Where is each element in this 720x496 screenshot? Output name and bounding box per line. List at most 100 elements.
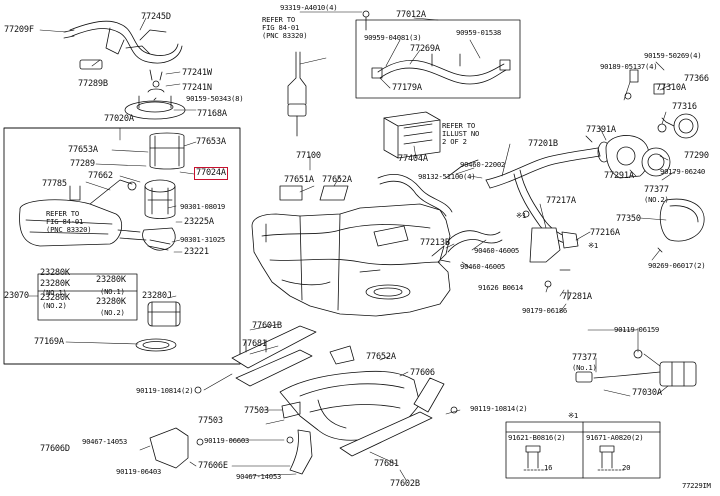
part-label-77201B[interactable]: 77201B xyxy=(528,139,558,149)
part-label-90119-10814-left[interactable]: 90119-10814(2) xyxy=(136,386,194,395)
part-label-77652A-top[interactable]: 77652A xyxy=(322,175,352,185)
part-label-77606E[interactable]: 77606E xyxy=(198,461,228,471)
part-label-90119-06603[interactable]: 90119-06603 xyxy=(204,436,250,445)
part-label-90159-50269[interactable]: 90159-50269(4) xyxy=(644,51,702,60)
part-label-90460-46005-a[interactable]: 90460-46005 xyxy=(474,246,520,255)
part-label-23280K-e[interactable]: 23280K xyxy=(96,297,126,307)
part-label-77681-top[interactable]: 77681 xyxy=(242,339,267,349)
part-label-93319-A4010[interactable]: 93319-A4010(4) xyxy=(280,3,338,12)
part-label-90959-01538[interactable]: 90959-01538 xyxy=(456,28,502,37)
part-label-77606[interactable]: 77606 xyxy=(410,368,435,378)
part-label-77030A[interactable]: 77030A xyxy=(632,388,662,398)
part-label-77179A[interactable]: 77179A xyxy=(392,83,422,93)
part-label-77289B[interactable]: 77289B xyxy=(78,79,108,89)
part-label-77316[interactable]: 77316 xyxy=(672,102,697,112)
part-label-91621-B0816[interactable]: 91621-B0816(2) xyxy=(508,433,566,442)
part-label-90959-04081[interactable]: 90959-04081(3) xyxy=(364,33,422,42)
part-label-90119-06403[interactable]: 90119-06403 xyxy=(116,467,162,476)
note-mark-x1-b: ※1 xyxy=(516,211,526,220)
part-label-90467-14053-left[interactable]: 90467-14053 xyxy=(82,437,128,446)
gasket-strap-icon xyxy=(319,185,349,201)
part-label-90467-14053-right[interactable]: 90467-14053 xyxy=(236,472,282,481)
part-label-77241W[interactable]: 77241W xyxy=(182,68,212,78)
part-label-77024A-highlighted[interactable]: 77024A xyxy=(194,167,228,180)
part-label-77662[interactable]: 77662 xyxy=(88,171,113,181)
part-label-77653A-left[interactable]: 77653A xyxy=(68,145,98,155)
part-label-23280J[interactable]: 23280J xyxy=(142,291,172,301)
part-label-77503-b[interactable]: 77503 xyxy=(198,416,223,426)
part-label-90119-06159[interactable]: 90119-06159 xyxy=(614,325,660,334)
part-label-77681-bottom[interactable]: 77681 xyxy=(374,459,399,469)
part-label-90269-06017[interactable]: 90269-06017(2) xyxy=(648,261,706,270)
part-label-23280K-c[interactable]: 23280K xyxy=(40,279,70,289)
dimension-16: 16 xyxy=(544,463,553,472)
lid-opener-cable-icon xyxy=(575,349,697,387)
part-label-90179-06186[interactable]: 90179-06186 xyxy=(522,306,568,315)
part-label-23280K-a[interactable]: 23280K xyxy=(40,268,70,278)
dimension-20: 20 xyxy=(622,463,631,472)
part-label-no2-b[interactable]: (NO.2) xyxy=(100,308,125,317)
part-label-23280K-d[interactable]: 23280K xyxy=(40,293,70,303)
part-label-77281A[interactable]: 77281A xyxy=(562,292,592,302)
detail-box-divider xyxy=(505,421,661,479)
part-label-77012A[interactable]: 77012A xyxy=(396,10,426,20)
part-label-77290[interactable]: 77290 xyxy=(684,151,709,161)
part-label-90179-06240[interactable]: 90179-06240 xyxy=(660,167,706,176)
part-label-77216A[interactable]: 77216A xyxy=(590,228,620,238)
part-label-77377-no1[interactable]: 77377 xyxy=(572,353,597,363)
part-label-77652A-bottom[interactable]: 77652A xyxy=(366,352,396,362)
part-label-91671-A0820[interactable]: 91671-A0820(2) xyxy=(586,433,644,442)
part-label-90460-46005-b[interactable]: 90460-46005 xyxy=(460,262,506,271)
part-label-77310A[interactable]: 77310A xyxy=(656,83,686,93)
part-label-77785[interactable]: 77785 xyxy=(42,179,67,189)
part-label-90119-10814-right[interactable]: 90119-10814(2) xyxy=(470,404,528,413)
part-label-90301-08019[interactable]: 90301-08019 xyxy=(180,202,226,211)
part-label-no1-b[interactable]: (NO.1) xyxy=(100,287,125,296)
part-label-23221[interactable]: 23221 xyxy=(184,247,209,257)
group-label-23070[interactable]: 23070 xyxy=(4,291,29,301)
part-label-77168A[interactable]: 77168A xyxy=(197,109,227,119)
filler-hose-icon xyxy=(439,230,503,263)
part-label-77350[interactable]: 77350 xyxy=(616,214,641,224)
vapor-hose-icon xyxy=(371,53,511,85)
part-label-77366[interactable]: 77366 xyxy=(684,74,709,84)
part-label-77291A[interactable]: 77291A xyxy=(604,171,634,181)
part-label-77241N[interactable]: 77241N xyxy=(182,83,212,93)
part-label-77404A[interactable]: 77404A xyxy=(398,154,428,164)
part-label-77602B[interactable]: 77602B xyxy=(390,479,420,489)
part-label-77169A[interactable]: 77169A xyxy=(34,337,64,347)
part-label-77020A[interactable]: 77020A xyxy=(104,114,134,124)
part-label-91626-B0614[interactable]: 91626 B0614 xyxy=(478,283,524,292)
part-label-77209F[interactable]: 77209F xyxy=(4,25,34,35)
vent-line-icon xyxy=(377,159,479,217)
part-label-77289[interactable]: 77289 xyxy=(70,159,95,169)
part-label-23225A[interactable]: 23225A xyxy=(184,217,214,227)
part-label-no1-a[interactable]: (NO.1) xyxy=(42,288,67,297)
part-label-90301-31025[interactable]: 90301-31025 xyxy=(180,235,226,244)
part-label-90460-22002[interactable]: 90460-22002 xyxy=(460,160,506,169)
bolt-detail-icon xyxy=(523,445,625,471)
part-label-77213B[interactable]: 77213B xyxy=(420,238,450,248)
part-label-77653A-right[interactable]: 77653A xyxy=(196,137,226,147)
part-label-77601B[interactable]: 77601B xyxy=(252,321,282,331)
refer-note-top: REFER TO FIG 84-01 (PNC 83320) xyxy=(262,15,308,40)
part-label-90159-50343[interactable]: 90159-50343(8) xyxy=(186,94,244,103)
part-label-77606D[interactable]: 77606D xyxy=(40,444,70,454)
part-label-77245D[interactable]: 77245D xyxy=(141,12,171,22)
part-label-77377-no2[interactable]: 77377 xyxy=(644,185,669,195)
part-label-90189-05137[interactable]: 90189-05137(4) xyxy=(600,62,658,71)
part-label-77100[interactable]: 77100 xyxy=(296,151,321,161)
part-label-23280K-b[interactable]: 23280K xyxy=(96,275,126,285)
part-label-no2-a[interactable]: (NO.2) xyxy=(42,301,67,310)
part-label-77503-a[interactable]: 77503 xyxy=(244,406,269,416)
note-mark-x1-a: ※1 xyxy=(568,411,578,420)
part-label-98132-51100[interactable]: 98132-51100(4) xyxy=(418,172,476,181)
part-label-77391A[interactable]: 77391A xyxy=(586,125,616,135)
part-label-77269A[interactable]: 77269A xyxy=(410,44,440,54)
part-label-77651A[interactable]: 77651A xyxy=(284,175,314,185)
part-label-77217A[interactable]: 77217A xyxy=(546,196,576,206)
part-label-no1-c[interactable]: (No.1) xyxy=(572,363,597,372)
part-label-no2-c[interactable]: (NO.2) xyxy=(644,195,669,204)
